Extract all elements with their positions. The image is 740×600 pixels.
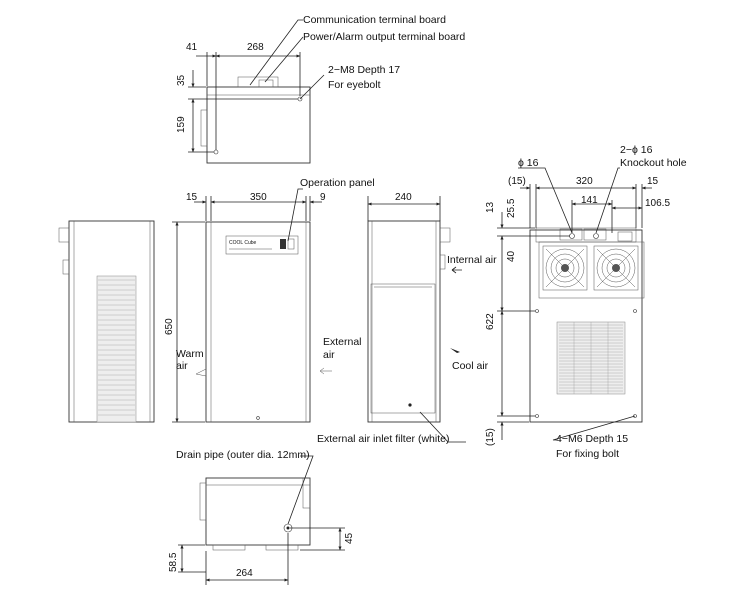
dim-rear-320: 320 xyxy=(576,176,593,187)
dim-159: 159 xyxy=(176,116,187,133)
fan-right xyxy=(593,245,639,291)
front-body xyxy=(205,221,311,423)
fixing-hole-1 xyxy=(535,414,539,418)
grille-slats xyxy=(98,279,135,416)
label-communication-terminal-board: Communication terminal board xyxy=(303,14,446,26)
dim-bottom-58-5: 58.5 xyxy=(168,552,179,572)
label-external-air-1: External xyxy=(323,336,362,348)
dim-bottom-45: 45 xyxy=(344,532,355,544)
label-power-alarm-terminal-board: Power/Alarm output terminal board xyxy=(303,31,465,43)
label-operation-panel: Operation panel xyxy=(300,177,375,189)
cool-air-arrow-icon xyxy=(450,348,460,353)
label-warm-air-1: Warm xyxy=(176,348,204,360)
left-side-flange xyxy=(58,227,70,243)
label-eyebolt-spec: 2−M8 Depth 17 xyxy=(328,64,400,76)
operation-panel-display xyxy=(280,239,286,249)
terminal-board-block xyxy=(237,76,279,88)
right-side-body xyxy=(367,220,441,423)
label-eyebolt-for: For eyebolt xyxy=(328,79,381,91)
label-fixing-for: For fixing bolt xyxy=(556,448,619,460)
eyebolt-hole-1 xyxy=(213,149,219,155)
external-air-arrow-icon xyxy=(319,367,332,375)
dim-rear-40: 40 xyxy=(506,250,517,262)
dim-rear-106-5: 106.5 xyxy=(645,198,670,209)
label-external-air-inlet-filter: External air inlet filter (white) xyxy=(317,433,449,445)
front-view: COOL Cube xyxy=(172,188,322,423)
top-view xyxy=(188,19,325,164)
fan-left xyxy=(542,245,588,291)
label-internal-air: Internal air xyxy=(447,254,497,266)
operation-panel xyxy=(225,235,299,255)
dim-268: 268 xyxy=(247,42,264,53)
dim-rear-13: 13 xyxy=(485,201,496,213)
left-side-grille xyxy=(96,275,137,423)
dim-front-9: 9 xyxy=(320,192,326,203)
label-cool-air: Cool air xyxy=(452,360,489,372)
label-knockout-spec: 2−ϕ 16 xyxy=(620,144,653,156)
bottom-body xyxy=(205,477,311,546)
left-side-view xyxy=(58,220,155,423)
dim-front-350: 350 xyxy=(250,192,267,203)
label-external-air-2: air xyxy=(323,349,335,361)
dim-side-240: 240 xyxy=(395,192,412,203)
dim-rear-141: 141 xyxy=(581,195,598,206)
dim-front-650: 650 xyxy=(164,318,175,335)
dim-rear-15: 15 xyxy=(647,176,659,187)
right-side-view xyxy=(367,196,466,443)
label-knockout-hole: Knockout hole xyxy=(620,157,687,169)
dim-front-15: 15 xyxy=(186,192,198,203)
dim-bottom-264: 264 xyxy=(236,568,253,579)
brand-logo-text: COOL Cube xyxy=(229,240,257,246)
dim-rear-15-bottom: (15) xyxy=(485,428,496,446)
top-view-body xyxy=(206,86,311,164)
dim-41: 41 xyxy=(186,42,198,53)
fan-housing xyxy=(538,241,645,299)
dim-rear-622: 622 xyxy=(485,313,496,330)
top-view-side-lip xyxy=(200,109,208,147)
knockout-hole-1 xyxy=(569,233,575,239)
label-warm-air-2: air xyxy=(176,360,188,372)
warm-air-arrow-icon xyxy=(195,368,207,377)
rear-grille-lines xyxy=(559,322,623,394)
label-phi16: ϕ 16 xyxy=(518,157,539,169)
dim-rear-15-paren: (15) xyxy=(508,176,526,187)
rear-view xyxy=(497,167,652,441)
label-drain-pipe: Drain pipe (outer dia. 12mm) xyxy=(176,449,310,461)
dim-rear-25-5: 25.5 xyxy=(506,198,517,218)
knockout-hole-2 xyxy=(593,233,599,239)
bottom-view xyxy=(178,455,345,585)
internal-air-arrow-icon xyxy=(451,266,462,274)
dim-35: 35 xyxy=(176,74,187,86)
terminal-board-inner xyxy=(258,79,274,88)
external-air-inlet-filter xyxy=(370,283,436,414)
label-fixing-spec: 4−M6 Depth 15 xyxy=(556,433,628,445)
